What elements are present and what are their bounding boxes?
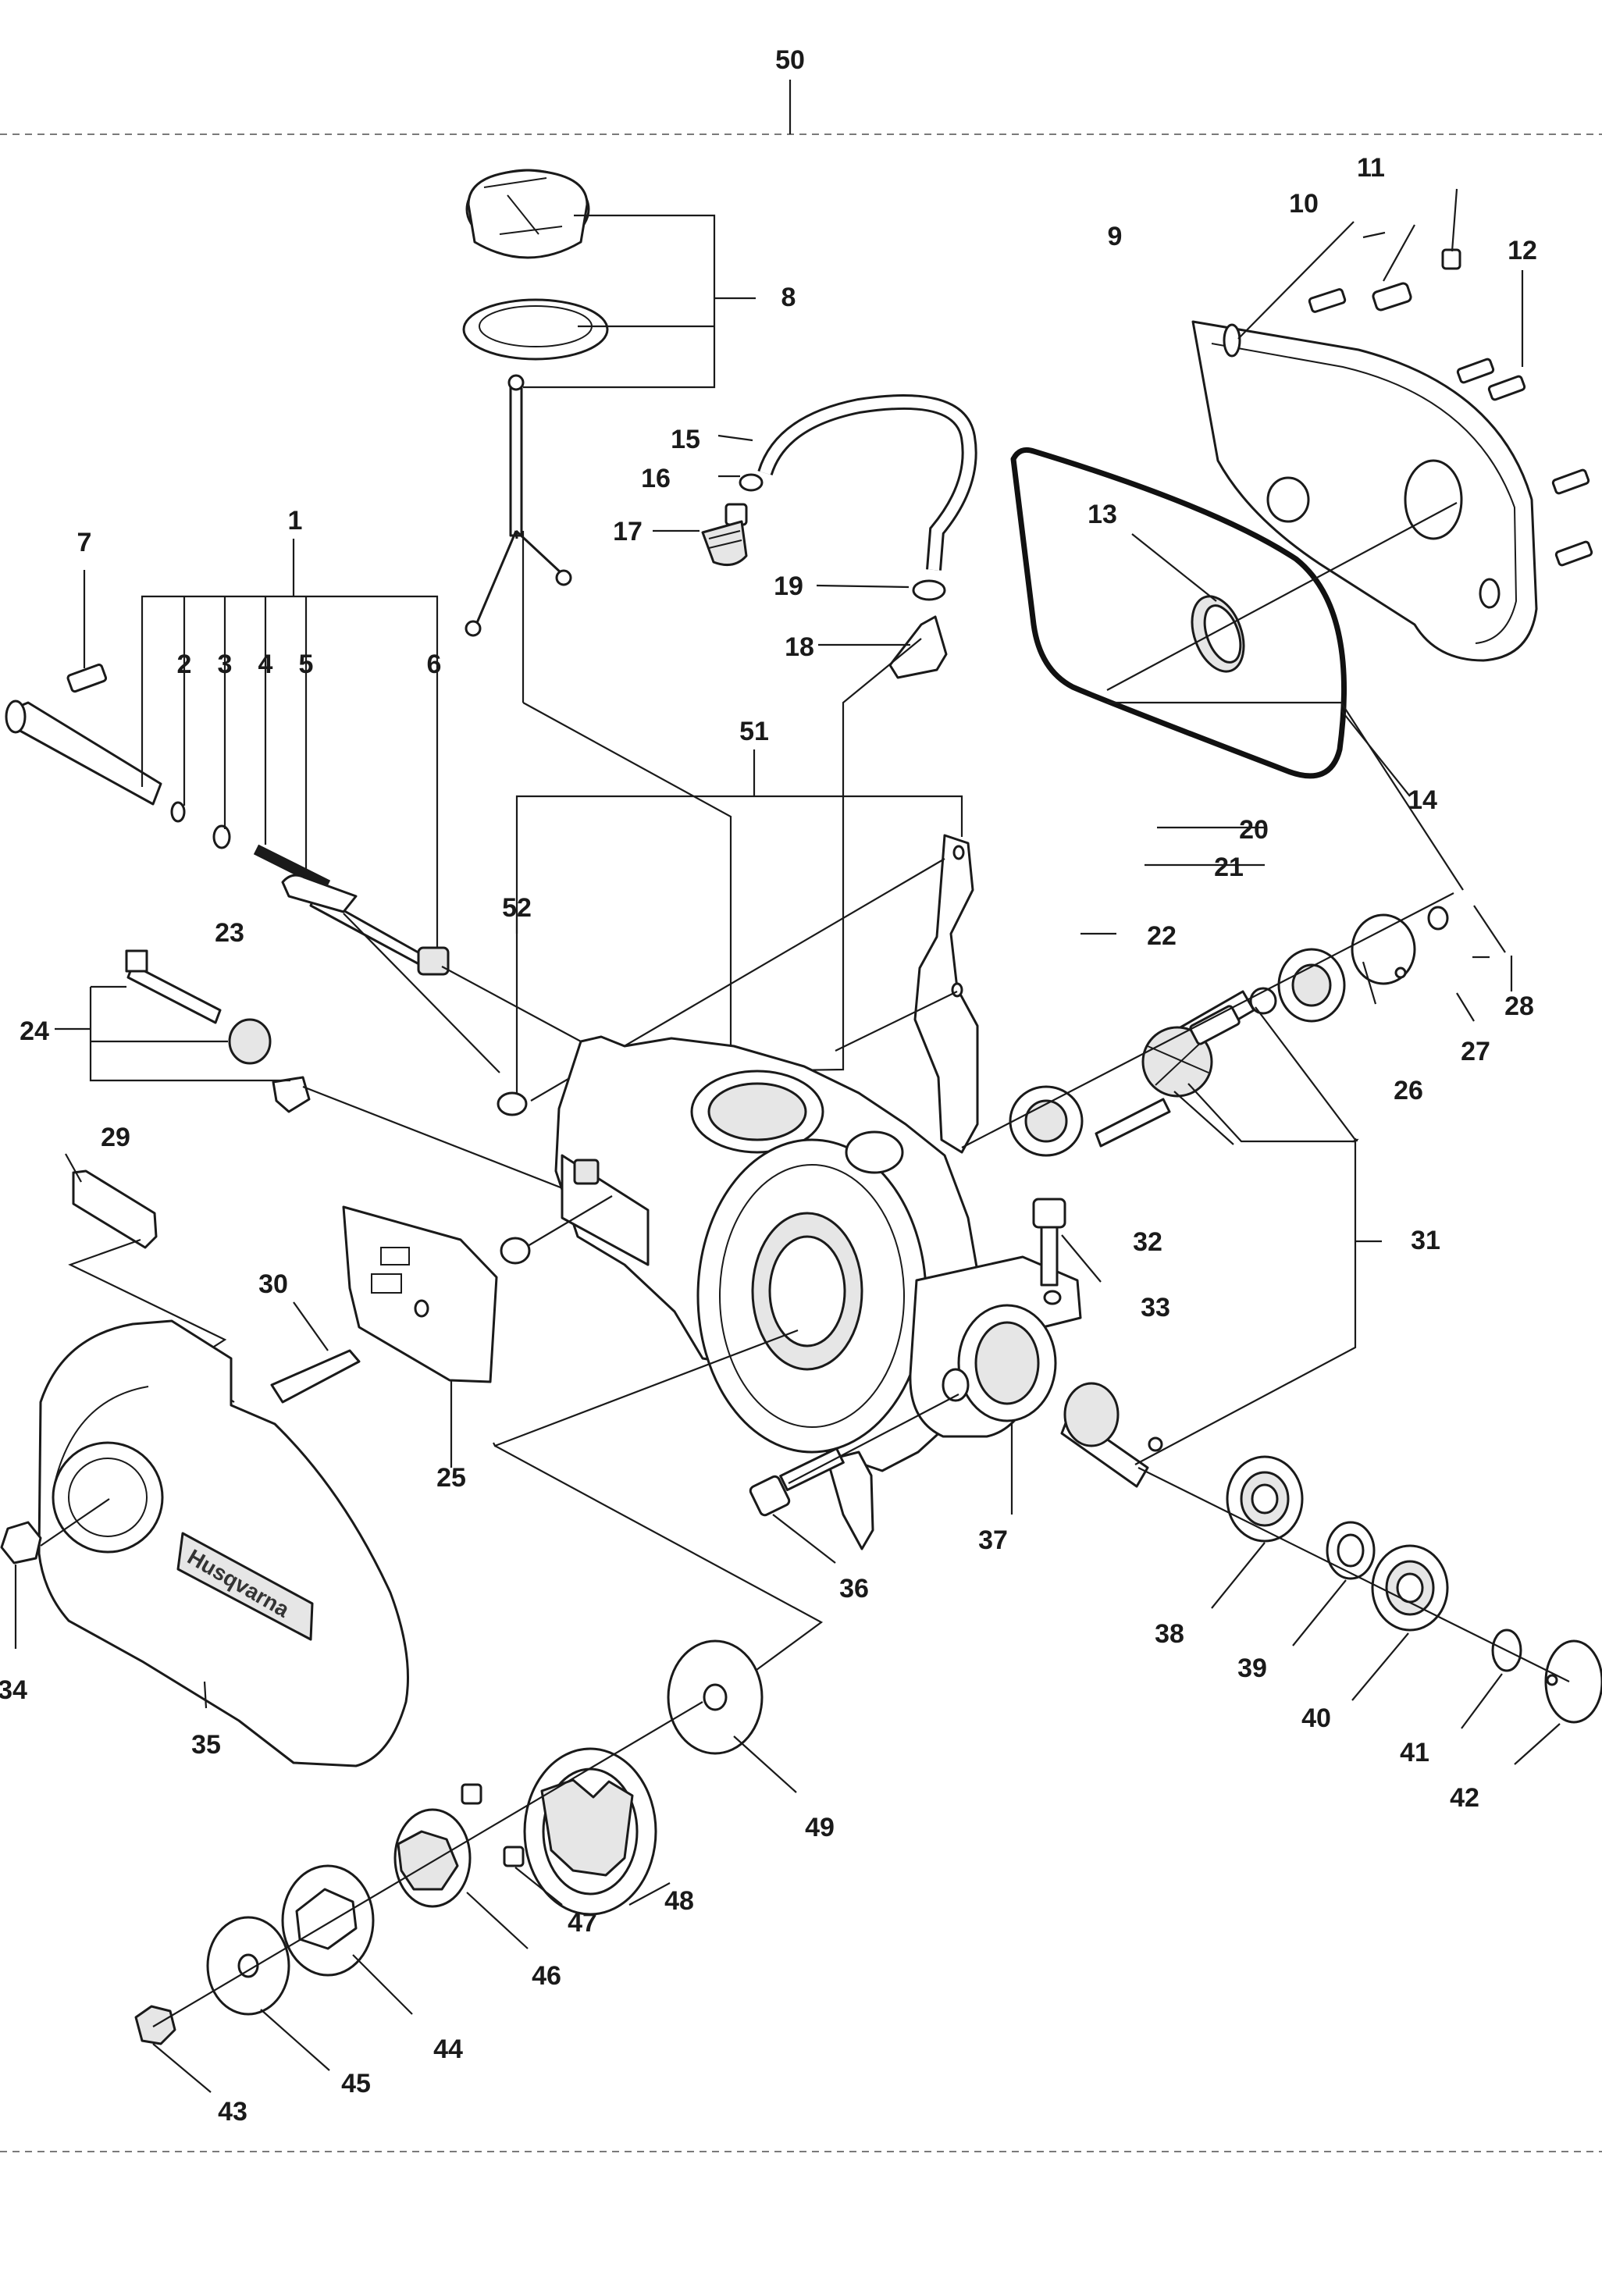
label-36: 36	[839, 1574, 869, 1604]
label-14: 14	[1408, 785, 1437, 815]
label-30: 30	[258, 1269, 288, 1299]
plates-25-29-30	[72, 1169, 531, 1404]
label-29: 29	[101, 1123, 130, 1152]
label-42: 42	[1450, 1783, 1479, 1813]
label-44: 44	[433, 2034, 463, 2064]
seal-13	[1191, 595, 1245, 673]
label-25: 25	[436, 1463, 466, 1493]
label-39: 39	[1237, 1653, 1267, 1683]
label-2: 2	[177, 650, 192, 679]
bevel-gear-train	[1009, 906, 1449, 1488]
gear-housing	[554, 1035, 981, 1550]
label-23: 23	[215, 918, 244, 948]
label-35: 35	[191, 1730, 221, 1760]
label-37: 37	[978, 1525, 1008, 1555]
label-5: 5	[299, 650, 314, 679]
bearings-38-42	[1226, 1455, 1602, 1724]
label-17: 17	[613, 517, 643, 546]
label-22: 22	[1147, 921, 1177, 951]
bracket-1	[141, 595, 439, 948]
bracket-51	[515, 795, 963, 1099]
label-11: 11	[1357, 153, 1385, 183]
label-9: 9	[1108, 222, 1123, 251]
label-43: 43	[218, 2097, 247, 2127]
label-31: 31	[1411, 1226, 1440, 1255]
bracket-24	[89, 987, 290, 1082]
gasket-14	[1010, 447, 1347, 779]
label-16: 16	[641, 464, 671, 493]
label-49: 49	[805, 1813, 835, 1842]
blade-guard-cover	[37, 1319, 409, 1767]
label-40: 40	[1301, 1703, 1331, 1733]
adjuster-parts	[125, 874, 358, 1113]
label-51: 51	[739, 717, 769, 746]
label-52: 52	[502, 893, 532, 923]
oil-cap-group	[462, 169, 609, 637]
label-21: 21	[1214, 853, 1244, 882]
label-12: 12	[1508, 236, 1537, 265]
gearbox-cover	[1191, 320, 1538, 662]
label-27: 27	[1461, 1037, 1490, 1066]
label-13: 13	[1088, 500, 1117, 529]
label-7: 7	[77, 528, 92, 557]
label-46: 46	[532, 1961, 561, 1991]
label-4: 4	[258, 650, 273, 679]
cover-screws	[1308, 248, 1593, 567]
label-10: 10	[1289, 189, 1319, 219]
label-18: 18	[785, 632, 814, 662]
bracket-31	[1134, 1083, 1357, 1465]
fuel-filter-group	[701, 473, 948, 679]
blade-mount-parts	[134, 1639, 764, 2045]
label-47: 47	[568, 1908, 597, 1938]
label-20: 20	[1239, 815, 1269, 845]
label-50: 50	[775, 45, 805, 75]
label-3: 3	[218, 650, 233, 679]
label-24: 24	[20, 1016, 49, 1046]
label-45: 45	[341, 2069, 371, 2098]
label-26: 26	[1394, 1076, 1423, 1105]
label-1: 1	[288, 506, 303, 536]
label-19: 19	[774, 571, 803, 601]
label-28: 28	[1504, 991, 1534, 1021]
label-6: 6	[427, 650, 442, 679]
label-15: 15	[671, 425, 700, 454]
clamp-37	[909, 1255, 1082, 1438]
label-38: 38	[1155, 1619, 1184, 1649]
label-48: 48	[664, 1886, 694, 1916]
label-8: 8	[781, 283, 796, 312]
label-33: 33	[1141, 1293, 1170, 1322]
label-32: 32	[1133, 1227, 1162, 1257]
bracket-8	[523, 214, 716, 389]
label-34: 34	[0, 1675, 27, 1705]
label-41: 41	[1400, 1738, 1429, 1767]
